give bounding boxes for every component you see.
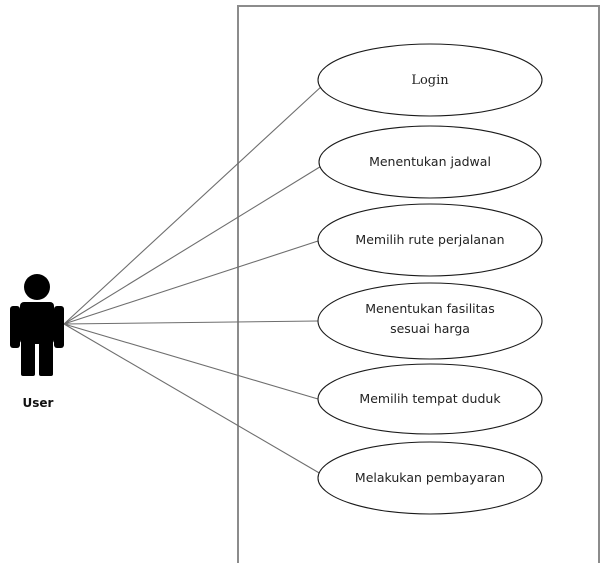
association-login bbox=[63, 84, 324, 325]
use-case-menentukan-jadwal[interactable]: Menentukan jadwal bbox=[318, 125, 542, 199]
use-case-label: Menentukan fasilitas bbox=[365, 301, 494, 316]
use-case-menentukan-fasilitas[interactable]: Menentukan fasilitas sesuai harga bbox=[317, 282, 543, 360]
actor-user[interactable]: User bbox=[10, 274, 64, 410]
actor-icon bbox=[10, 274, 64, 376]
association-jadwal bbox=[63, 164, 324, 325]
use-case-ellipse bbox=[317, 282, 543, 360]
use-case-ellipse bbox=[318, 125, 542, 199]
use-case-label: Login bbox=[411, 73, 449, 88]
system-boundary bbox=[237, 5, 600, 563]
use-case-ellipse bbox=[317, 363, 543, 435]
association-fasilitas bbox=[63, 320, 319, 325]
use-case-label: Memilih tempat duduk bbox=[359, 391, 501, 406]
use-case-memilih-rute[interactable]: Memilih rute perjalanan bbox=[317, 203, 543, 277]
associations bbox=[63, 84, 324, 475]
use-case-memilih-tempat-duduk[interactable]: Memilih tempat duduk bbox=[317, 363, 543, 435]
association-rute bbox=[63, 240, 319, 325]
use-case-ellipse bbox=[317, 203, 543, 277]
use-case-label-line2: sesuai harga bbox=[390, 321, 470, 336]
association-pembayaran bbox=[63, 323, 322, 475]
use-case-label: Memilih rute perjalanan bbox=[355, 232, 504, 247]
use-case-label: Menentukan jadwal bbox=[369, 154, 491, 169]
actor-label: User bbox=[23, 396, 54, 410]
use-case-ellipse bbox=[317, 441, 543, 515]
use-case-ellipse bbox=[317, 43, 543, 117]
use-case-label: Melakukan pembayaran bbox=[355, 470, 505, 485]
use-case-login[interactable]: Login bbox=[317, 43, 543, 117]
use-case-melakukan-pembayaran[interactable]: Melakukan pembayaran bbox=[317, 441, 543, 515]
association-tempat-duduk bbox=[63, 323, 319, 400]
